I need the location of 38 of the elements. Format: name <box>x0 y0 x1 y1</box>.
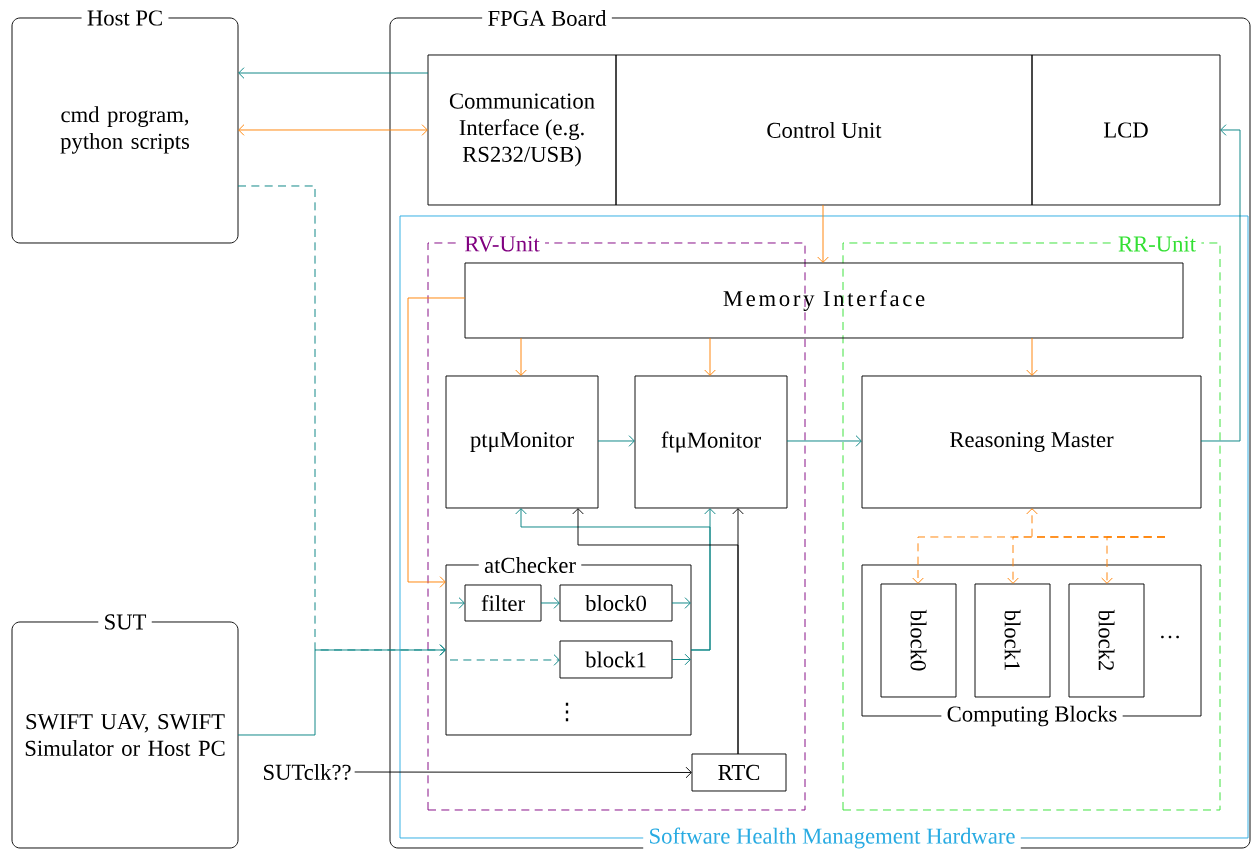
signal-label: SUTclk?? <box>264 763 351 780</box>
block-box: block2 <box>1068 583 1145 698</box>
arrow <box>572 508 739 755</box>
arrow <box>1026 337 1038 376</box>
arrow <box>671 597 691 609</box>
master-box: Reasoning Master <box>861 375 1202 509</box>
arrow <box>817 204 829 263</box>
display-box: LCD <box>1031 54 1221 206</box>
arrow <box>407 297 466 588</box>
vertical-ellipsis: ⋮ <box>565 702 569 722</box>
block-box: block0 <box>559 584 673 622</box>
host-panel: Host PC cmd program, python scripts <box>11 5 239 244</box>
arrow <box>1200 124 1241 442</box>
arrow <box>671 653 691 666</box>
monitor-box: ftμMonitor <box>634 375 788 509</box>
block-box: block1 <box>974 583 1051 698</box>
arrow <box>515 337 527 376</box>
monitor-box: ptμMonitor <box>445 375 599 509</box>
block-box: block0 <box>880 583 957 698</box>
arrow <box>1101 536 1166 584</box>
clock-box: RTC <box>691 753 787 792</box>
block-box: block1 <box>559 640 673 679</box>
unit-box: Control Unit <box>615 54 1033 206</box>
arrow <box>786 435 862 447</box>
arrow <box>540 597 560 609</box>
system-panel: SUT SWIFT UAV, SWIFT Simulator or Host PC <box>11 609 239 849</box>
arrow <box>449 654 560 666</box>
arrow <box>238 124 428 136</box>
interface-box: Communication Interface (e.g. RS232/USB) <box>427 54 617 206</box>
arrow <box>515 508 711 651</box>
arrow <box>704 337 716 376</box>
arrow <box>237 644 446 736</box>
arrow <box>449 597 465 609</box>
arrow <box>238 67 429 79</box>
arrow <box>354 766 692 779</box>
interface-box: Memory Interface <box>464 262 1184 339</box>
filter-box: filter <box>464 584 542 622</box>
arrow <box>597 435 635 447</box>
